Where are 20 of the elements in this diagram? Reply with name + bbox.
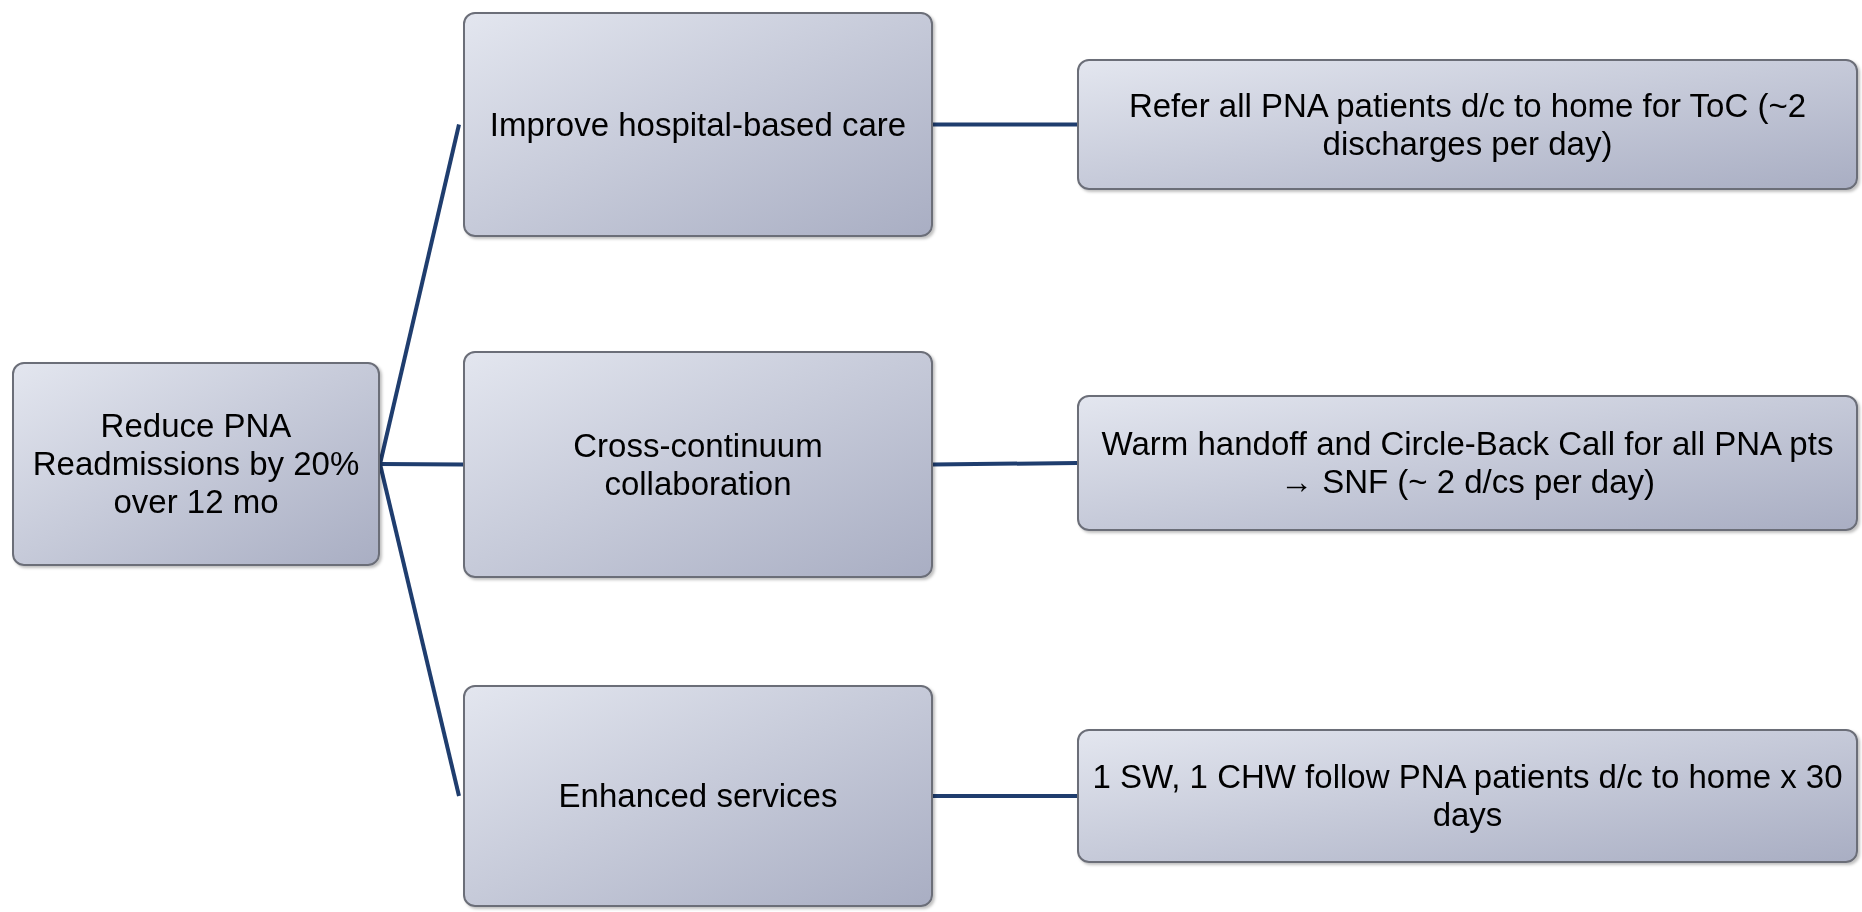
process-box — [463, 351, 933, 578]
box-text: Cross-continuum collaboration — [572, 426, 824, 503]
box-text: Reduce PNA Readmissions by 20% over 12 mo — [31, 407, 361, 521]
box-text: Improve hospital-based care — [489, 105, 907, 144]
connector-line — [378, 124, 461, 465]
process-box — [1077, 729, 1858, 863]
connector-line — [378, 463, 461, 797]
process-box — [12, 362, 380, 566]
process-box — [463, 685, 933, 907]
box-text: Enhanced services — [558, 777, 838, 815]
connector-line — [933, 794, 1077, 798]
box-text: Warm handoff and Circle-Back Call for all PNA pts → SNF (~ 2 d/cs per day) — [1100, 425, 1835, 501]
box-text: 1 SW, 1 CHW follow PNA patients d/c to home x 30 days — [1091, 758, 1844, 834]
process-box — [1077, 395, 1858, 531]
process-box — [463, 12, 933, 237]
process-box — [1077, 59, 1858, 190]
connector-line — [932, 461, 1078, 467]
box-text: Refer all PNA patients d/c to home for ToC (~2 discharges per day) — [1127, 86, 1808, 163]
connector-line — [380, 462, 463, 467]
connector-line — [933, 122, 1077, 127]
